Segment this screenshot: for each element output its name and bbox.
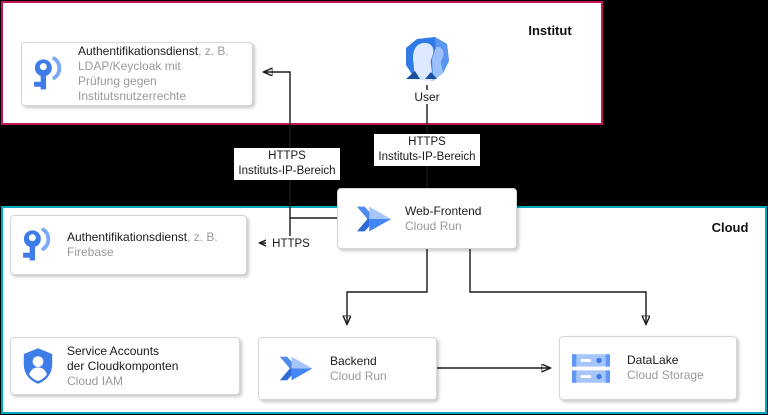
node-title: Web-Frontend: [405, 203, 482, 218]
node-title: Backend: [330, 353, 377, 368]
edge-label-frontend-cloud-auth: HTTPS: [266, 236, 316, 253]
edge-frontend-to-backend: [347, 249, 428, 324]
node-subtitle: Cloud Run: [330, 368, 387, 383]
node-detail: Firebase: [67, 245, 114, 259]
cloud-run-icon: [279, 355, 315, 382]
node-title: Authentifikationsdienst, z. B.: [78, 44, 229, 58]
edge-frontend-to-datalake: [469, 249, 646, 324]
institut-region-label: Institut: [528, 23, 572, 38]
node-subtitle: Cloud Storage: [627, 368, 704, 382]
edge-label-frontend-institut-auth: HTTPS Instituts-IP-Bereich: [234, 148, 340, 180]
node-subtitle: Cloud IAM: [67, 373, 124, 388]
node-title: DataLake: [627, 353, 679, 367]
node-subtitle: Cloud Run: [405, 218, 462, 233]
node-detail: LDAP/Keycloak mit: [78, 59, 181, 73]
users-icon: [403, 35, 451, 90]
node-detail: Institutsnutzerrechte: [78, 89, 187, 103]
node-service-accounts: Service Accounts der Cloudkomponten Clou…: [10, 337, 240, 395]
node-title: Service Accounts: [67, 343, 160, 358]
cloud-storage-icon: [572, 353, 610, 383]
node-title: der Cloudkomponten: [67, 358, 179, 373]
node-datalake: DataLake Cloud Storage: [559, 336, 737, 400]
node-backend: Backend Cloud Run: [258, 337, 437, 400]
node-auth-institut: Authentifikationsdienst, z. B. LDAP/Keyc…: [21, 42, 253, 106]
edge-frontend-to-institut-auth: [264, 72, 337, 219]
node-title: Authentifikationsdienst, z. B.: [67, 230, 218, 244]
key-icon: [20, 223, 54, 267]
cloud-run-icon: [356, 205, 394, 233]
node-auth-cloud: Authentifikationsdienst, z. B. Firebase: [10, 215, 247, 275]
user-label: User: [400, 90, 454, 104]
key-icon: [31, 52, 65, 96]
node-detail: Prüfung gegen: [78, 74, 157, 88]
node-web-frontend: Web-Frontend Cloud Run: [337, 188, 517, 249]
shield-person-icon: [22, 347, 54, 385]
edge-label-user-frontend: HTTPS Instituts-IP-Bereich: [374, 134, 480, 166]
cloud-region-label: Cloud: [711, 220, 749, 235]
